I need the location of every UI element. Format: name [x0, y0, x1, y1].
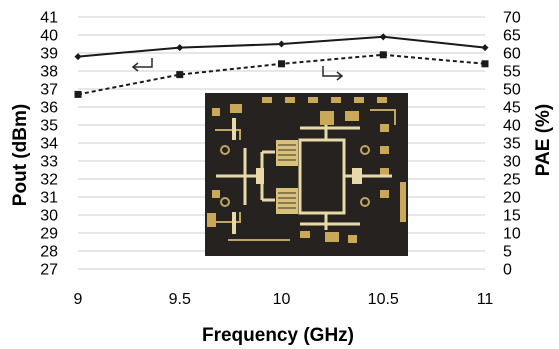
data-point [176, 71, 184, 79]
y-left-tick-label: 40 [40, 28, 58, 45]
data-point [481, 60, 489, 68]
y-right-tick-label: 25 [503, 172, 521, 189]
data-point [74, 53, 82, 61]
y-left-tick-label: 38 [40, 64, 58, 81]
data-point [379, 33, 387, 41]
y-right-tick-label: 70 [503, 10, 521, 27]
arrow-left-axis-icon [131, 58, 153, 72]
x-tick-label: 10 [273, 291, 291, 308]
data-point [481, 44, 489, 52]
y-right-tick-label: 55 [503, 64, 521, 81]
x-tick-label: 9 [74, 291, 83, 308]
series-layer [74, 33, 489, 98]
x-tick-label: 10.5 [368, 291, 399, 308]
x-axis-title: Frequency (GHz) [202, 325, 354, 346]
y-right-tick-label: 30 [503, 154, 521, 171]
y-right-tick-label: 20 [503, 190, 521, 207]
y-left-tick-label: 33 [40, 154, 58, 171]
x-tick-labels: 9 9.5 10 10.5 11 [74, 291, 494, 308]
y-left-tick-label: 37 [40, 82, 58, 99]
y-left-tick-label: 28 [40, 244, 58, 261]
y-left-tick-label: 27 [40, 262, 58, 279]
y-right-axis-title: PAE (%) [533, 104, 554, 176]
y-left-tick-label: 39 [40, 46, 58, 63]
x-tick-label: 9.5 [169, 291, 191, 308]
y-left-axis-title: Pout (dBm) [10, 104, 31, 206]
y-left-tick-label: 31 [40, 190, 58, 207]
data-point [278, 60, 285, 68]
y-right-tick-label: 15 [503, 208, 521, 225]
y-left-tick-label: 35 [40, 118, 58, 135]
chip-photo-inset [205, 93, 408, 256]
x-tick-label: 11 [477, 291, 494, 308]
y-right-tick-label: 35 [503, 136, 521, 153]
y-left-tick-label: 34 [40, 136, 58, 153]
y-right-tick-label: 0 [503, 262, 512, 279]
y-right-tick-label: 5 [503, 244, 512, 261]
y-left-tick-label: 36 [40, 100, 58, 117]
data-point [277, 40, 286, 48]
y-right-tick-label: 65 [503, 28, 521, 45]
y-left-tick-label: 30 [40, 208, 58, 225]
y-right-tick-label: 40 [503, 118, 521, 135]
y-right-tick-label: 50 [503, 82, 521, 99]
arrow-right-axis-icon [322, 66, 344, 81]
y-left-tick-label: 29 [40, 226, 58, 243]
y-left-tick-label: 41 [40, 10, 58, 27]
data-point [74, 90, 82, 98]
y-right-tick-label: 45 [503, 100, 521, 117]
data-point [176, 44, 184, 52]
y-right-tick-label: 10 [503, 226, 521, 243]
y-left-tick-label: 32 [40, 172, 58, 189]
data-point [379, 51, 387, 59]
y-right-tick-label: 60 [503, 46, 521, 63]
